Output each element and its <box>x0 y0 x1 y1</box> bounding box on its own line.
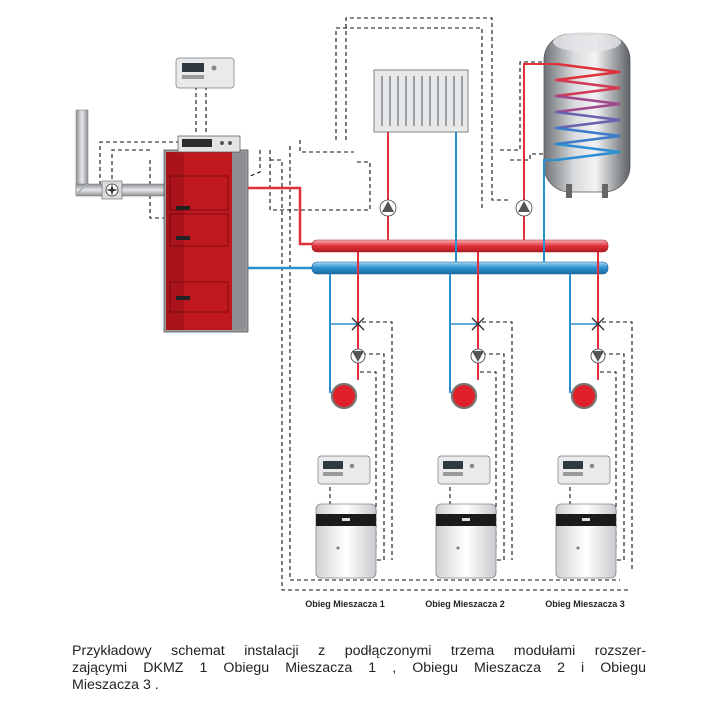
radiator-pipes <box>387 132 457 262</box>
mixing-valve-icon <box>591 317 605 331</box>
radiator-pump-icon <box>379 199 397 217</box>
pump-icon <box>592 351 604 362</box>
mixer-circuit-2 <box>449 252 486 410</box>
tank-pump-icon <box>515 199 533 217</box>
room-controller-3 <box>557 455 611 485</box>
circuit-label-1: Obieg Mieszacza 1 <box>305 599 385 609</box>
mixer-circuit-1 <box>329 252 366 410</box>
exhaust-fan-icon <box>101 180 123 200</box>
mixer-circuit-3 <box>569 252 606 410</box>
pump-icon <box>352 351 364 362</box>
pump-icon <box>472 351 484 362</box>
tank-coil <box>554 62 621 162</box>
room-controller-main <box>175 57 235 89</box>
heating-loop-icon <box>570 382 598 410</box>
radiator <box>373 69 469 133</box>
caption-line-3: Mieszacza 3 . <box>72 677 159 693</box>
heating-installation-diagram <box>75 17 633 591</box>
dkmz-module-2 <box>435 503 497 579</box>
circuit-label-2: Obieg Mieszacza 2 <box>425 599 505 609</box>
mixing-valve-icon <box>351 317 365 331</box>
room-controller-1 <box>317 455 371 485</box>
circuit-label-3: Obieg Mieszacza 3 <box>545 599 625 609</box>
heating-loop-icon <box>330 382 358 410</box>
tank-pipes <box>523 63 556 262</box>
room-controller-2 <box>437 455 491 485</box>
boiler <box>163 149 249 333</box>
mixing-valve-icon <box>471 317 485 331</box>
boiler-pipes <box>248 186 312 270</box>
manifold <box>311 239 609 275</box>
heating-loop-icon <box>450 382 478 410</box>
dkmz-module-1 <box>315 503 377 579</box>
control-cables <box>99 17 633 591</box>
boiler-controller <box>177 135 241 153</box>
caption-line-1: Przykładowy schemat instalacji z podłącz… <box>72 643 646 659</box>
caption: Przykładowy schemat instalacji z podłącz… <box>72 643 646 694</box>
caption-line-2: zającymi DKMZ 1 Obiegu Mieszacza 1 , Obi… <box>72 660 646 676</box>
dkmz-module-3 <box>555 503 617 579</box>
